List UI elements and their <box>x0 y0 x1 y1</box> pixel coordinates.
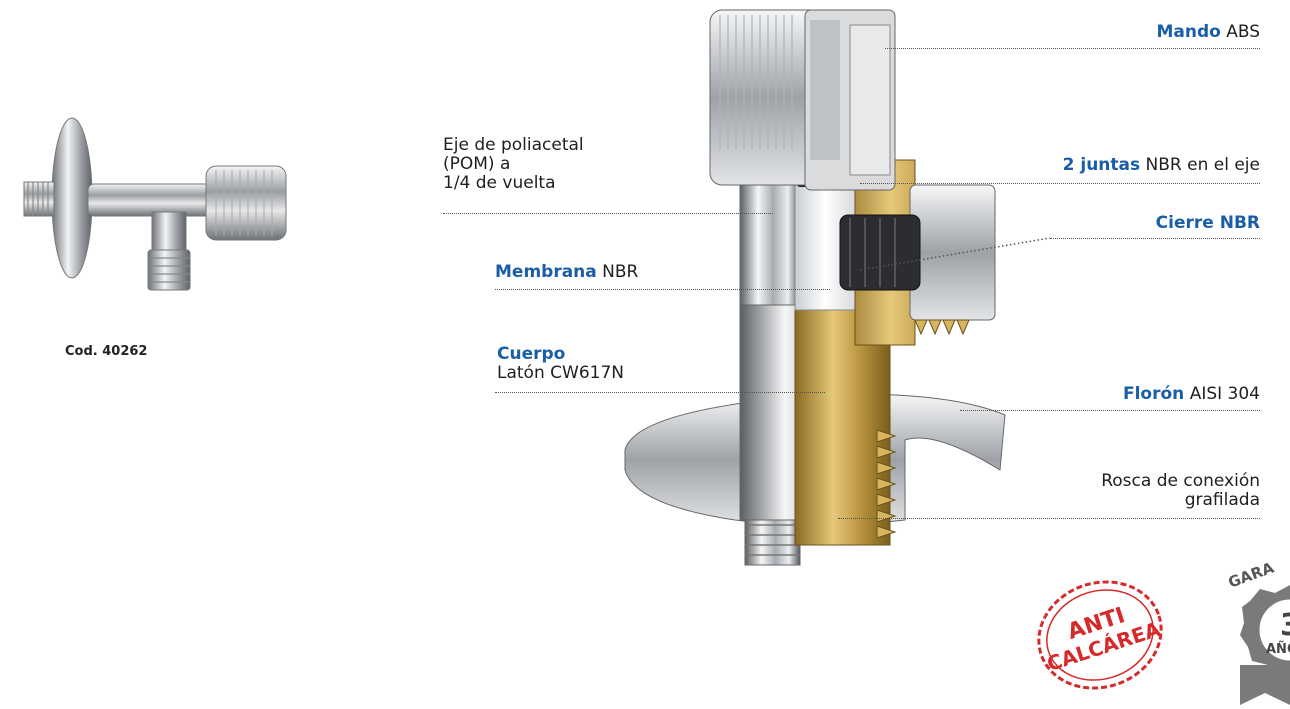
callout-cuerpo: Cuerpo Latón CW617N <box>497 345 624 383</box>
callout-juntas-title: 2 juntas <box>1062 155 1141 175</box>
callout-rosca-line1: Rosca de conexión <box>1101 471 1260 491</box>
warranty-badge: GARA 3 AÑO <box>1226 558 1290 705</box>
callout-floron: Florón AISI 304 <box>1123 385 1260 404</box>
leader-eje <box>443 213 773 214</box>
callout-membrana-title: Membrana <box>495 262 597 282</box>
callout-rosca: Rosca de conexión grafilada <box>1101 472 1260 510</box>
product-thumbnail <box>23 117 287 291</box>
leader-membrana <box>495 289 830 290</box>
callout-mando: Mando ABS <box>1156 23 1260 42</box>
callout-cuerpo-material: Latón CW617N <box>497 363 624 383</box>
callout-juntas-material: NBR en el eje <box>1145 155 1260 175</box>
leader-juntas <box>860 183 1260 184</box>
callout-floron-title: Florón <box>1122 384 1185 404</box>
callout-eje: Eje de poliacetal (POM) a 1/4 de vuelta <box>443 136 584 193</box>
callout-cierre: Cierre NBR <box>1156 214 1260 233</box>
anti-calcarea-stamp: ANTI CALCÁREA <box>1037 580 1164 690</box>
leader-floron <box>960 410 1260 411</box>
callout-floron-material: AISI 304 <box>1189 384 1260 404</box>
callout-eje-line2: (POM) a <box>443 154 511 174</box>
leader-rosca <box>838 518 1260 519</box>
callout-rosca-line2: grafilada <box>1184 490 1260 510</box>
callout-eje-line3: 1/4 de vuelta <box>443 173 556 193</box>
leader-cierre-diag <box>859 237 1051 271</box>
callout-membrana: Membrana NBR <box>495 263 638 282</box>
callout-juntas: 2 juntas NBR en el eje <box>1063 156 1260 175</box>
warranty-number: 3 <box>1280 608 1290 643</box>
leader-cuerpo <box>495 392 825 393</box>
callout-membrana-material: NBR <box>602 262 639 282</box>
callout-eje-line1: Eje de poliacetal <box>443 135 584 155</box>
warranty-unit: AÑO <box>1266 641 1290 657</box>
callout-cierre-title: Cierre NBR <box>1155 213 1260 233</box>
leader-cierre <box>1050 238 1260 239</box>
callout-cuerpo-title: Cuerpo <box>497 344 566 364</box>
leader-mando <box>885 48 1260 49</box>
callout-mando-material: ABS <box>1226 22 1260 42</box>
valve-cutaway-illustration <box>624 9 1006 566</box>
warranty-arc-text: GARA <box>1226 558 1277 591</box>
callout-mando-title: Mando <box>1156 22 1221 42</box>
product-code: Cod. 40262 <box>65 344 148 359</box>
